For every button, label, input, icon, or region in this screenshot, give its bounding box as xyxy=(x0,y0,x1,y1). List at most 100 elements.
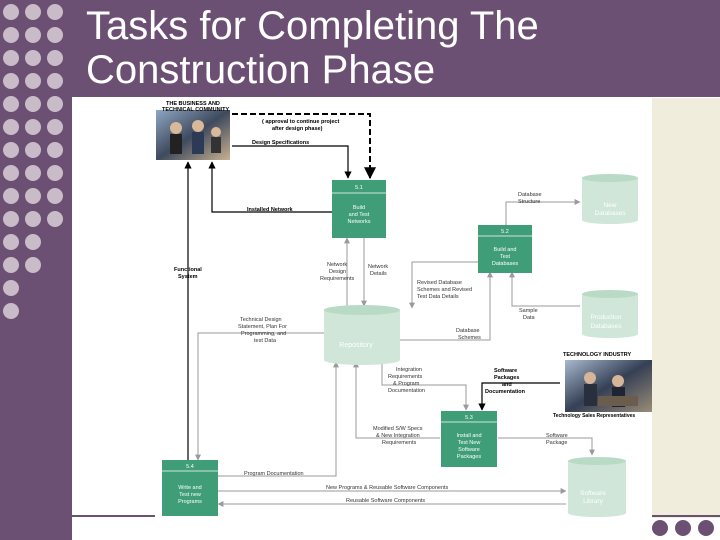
software-pkgs-label-4: Documentation xyxy=(485,389,526,395)
technology-industry-photo xyxy=(565,360,652,412)
right-cream-panel xyxy=(652,98,720,518)
store-production-databases-line-1: Production xyxy=(590,314,621,321)
store-production-databases-line-2: Databases xyxy=(590,323,622,330)
integration-req-flow xyxy=(381,362,469,411)
process-5-1: 5.1 Build and Test Networks xyxy=(332,180,386,238)
software-pkgs-label-1: Software xyxy=(494,368,517,374)
process-5-2-line-3: Databases xyxy=(492,261,519,267)
functional-system-label-2: System xyxy=(178,274,198,280)
process-5-2: 5.2 Build and Test Databases xyxy=(478,225,532,273)
process-5-1-line-1: Build xyxy=(353,205,365,211)
new-programs-label: New Programs & Reusable Software Compone… xyxy=(326,485,449,491)
program-documentation-label: Program Documentation xyxy=(244,471,304,477)
revised-schemes-label-1: Revised Database xyxy=(417,280,462,286)
process-5-1-line-2: and Test xyxy=(349,212,370,218)
db-structure-label-2: Structure xyxy=(518,199,540,205)
modified-specs-label-2: & New Integration xyxy=(376,433,420,439)
software-package-label-2: Package xyxy=(546,440,567,446)
sample-data-label-2: Data xyxy=(523,315,536,321)
construction-phase-diagram: THE BUSINESS AND TECHNICAL COMMUNITY ( a… xyxy=(155,98,652,518)
process-5-4-line-2: Test new xyxy=(179,492,201,498)
integration-req-label-2: Requirements xyxy=(388,374,422,380)
revised-schemes-flow xyxy=(409,261,480,309)
approval-label-1: ( approval to continue project xyxy=(262,119,339,125)
business-community-photo xyxy=(156,110,230,160)
slide-title-line-1: Tasks for Completing The xyxy=(86,4,539,48)
revised-schemes-label-2: Schemes and Revised xyxy=(417,287,472,293)
store-repository-label: Repository xyxy=(339,342,373,349)
process-5-3-line-1: Install and xyxy=(456,433,481,439)
store-new-databases-line-1: New xyxy=(603,202,616,209)
program-documentation-flow xyxy=(218,361,339,477)
process-5-3-number: 5.3 xyxy=(465,415,473,421)
integration-req-label-3: & Program xyxy=(393,381,420,387)
slide-title-line-2: Construction Phase xyxy=(86,48,436,92)
integration-req-label-1: Integration xyxy=(396,367,422,373)
functional-system-label-1: Functional xyxy=(174,267,202,273)
approval-flow xyxy=(232,113,376,180)
store-new-databases-line-2: Databases xyxy=(594,210,626,217)
technical-design-flow xyxy=(195,332,325,461)
db-structure-label-1: Database xyxy=(518,192,542,198)
process-5-4-line-1: Write and xyxy=(178,485,201,491)
software-package-label-1: Software xyxy=(546,433,568,439)
net-design-req-label-1: Network xyxy=(327,262,347,268)
modified-specs-flow xyxy=(353,361,440,439)
community-label-line-1: THE BUSINESS AND xyxy=(166,101,220,107)
store-production-databases: Production Databases xyxy=(582,290,638,338)
process-5-4: 5.4 Write and Test new Programs xyxy=(162,460,218,516)
slide-title: Tasks for Completing The Construction Ph… xyxy=(86,4,706,92)
net-details-label-2: Details xyxy=(370,271,387,277)
net-design-req-label-3: Requirements xyxy=(320,276,354,282)
process-5-2-line-1: Build and xyxy=(494,247,517,253)
process-5-2-line-2: Test xyxy=(500,254,511,260)
process-5-4-number: 5.4 xyxy=(186,464,194,470)
sample-data-label-1: Sample xyxy=(519,308,538,314)
tech-design-label-2: Statement, Plan For xyxy=(238,324,287,330)
store-repository: Repository xyxy=(324,305,400,365)
design-specs-label: Design Specifications xyxy=(252,140,309,146)
reusable-components-label: Reusable Software Components xyxy=(346,498,425,504)
diagram-background xyxy=(155,98,652,518)
tech-design-label-4: test Data xyxy=(254,338,277,344)
store-software-library: Software Library xyxy=(568,457,626,517)
installed-network-flow xyxy=(208,161,332,213)
net-details-label-1: Network xyxy=(368,264,388,270)
tech-sales-reps-label: Technology Sales Representatives xyxy=(553,413,635,419)
store-software-library-line-1: Software xyxy=(580,490,606,497)
integration-req-label-4: Documentation xyxy=(388,388,425,394)
db-structure-flow xyxy=(505,199,581,225)
installed-network-label: Installed Network xyxy=(247,207,293,213)
process-5-3: 5.3 Install and Test New Software Packag… xyxy=(441,411,497,467)
net-design-req-label-2: Design xyxy=(329,269,346,275)
title-bar xyxy=(0,0,720,97)
process-5-3-line-2: Test New xyxy=(458,440,481,446)
database-schemes-label-1: Database xyxy=(456,328,480,334)
modified-specs-label-3: Requirements xyxy=(382,440,416,446)
process-5-3-line-3: Software xyxy=(458,447,480,453)
software-pkgs-label-2: Packages xyxy=(494,375,519,381)
process-5-1-line-3: Networks xyxy=(348,219,371,225)
store-new-databases: New Databases xyxy=(582,174,638,224)
tech-design-label-1: Technical Design xyxy=(240,317,282,323)
modified-specs-label-1: Modified S/W Specs xyxy=(373,426,423,432)
revised-schemes-label-3: Test Data Details xyxy=(417,294,459,300)
approval-label-2: after design phase) xyxy=(272,126,323,132)
database-schemes-flow xyxy=(400,271,493,341)
sample-data-flow xyxy=(509,271,580,307)
design-specs-flow xyxy=(232,145,352,179)
store-software-library-line-2: Library xyxy=(583,498,604,505)
community-label-line-2: TECHNICAL COMMUNITY xyxy=(162,107,229,113)
software-package-flow xyxy=(498,437,595,456)
tech-design-label-3: Programming, and xyxy=(241,331,286,337)
technology-industry-label: TECHNOLOGY INDUSTRY xyxy=(563,352,631,358)
database-schemes-label-2: Schemes xyxy=(458,335,481,341)
software-pkgs-label-3: and xyxy=(502,382,512,388)
software-packages-flow xyxy=(478,382,560,411)
process-5-1-number: 5.1 xyxy=(355,185,363,191)
process-5-4-line-3: Programs xyxy=(178,499,202,505)
process-5-2-number: 5.2 xyxy=(501,229,509,235)
process-5-3-line-4: Packages xyxy=(457,454,481,460)
